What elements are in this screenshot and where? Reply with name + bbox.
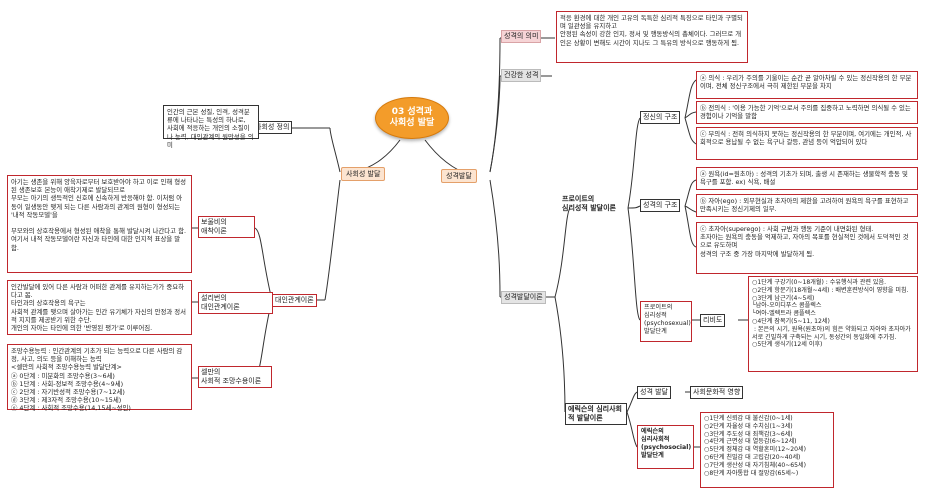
libido-label: 리비도	[700, 314, 726, 327]
erikson-personality-label: 성격 발달	[637, 386, 671, 399]
meaning-label: 성격의 의미	[501, 30, 542, 43]
sullivan-text: 인간발달에 있어 다른 사람과 어떠한 관계를 유지하는가가 중요하다고 봄. …	[7, 280, 192, 335]
center-topic: 03 성격과 사회성 발달	[375, 97, 449, 139]
erikson-social-influence: 사회문화적 영향	[690, 386, 744, 399]
psychosexual-stages: ○1단계 구강기(0~18개월) : 수유행식과 관련 있음. ○2단계 항문기…	[748, 276, 918, 372]
psychosocial-stages: ○1단계 신뢰감 대 불신감(0~1세) ○2단계 자율성 대 수치심(1~3세…	[700, 412, 834, 488]
link-erikson	[554, 296, 566, 413]
social-definition-text: 인간의 근본 성질, 인격, 성격분류에 나타나는 특성의 하나로, 사회에 적…	[163, 105, 259, 149]
interpersonal-label: 대인관계이론	[272, 294, 317, 307]
link-theory	[489, 179, 501, 298]
selman-text: 조망수용능력 : 인간관계의 기초가 되는 능력으로 다른 사람의 감정, 사고…	[7, 344, 192, 412]
selman-label: 셀만의 사회적 조망수용이론	[198, 366, 272, 388]
meaning-text: 적응 환경에 대한 개인 고유의 독특한 심리적 특징으로 타인과 구별되며 일…	[556, 11, 748, 63]
healthy-label: 건강한 성격	[501, 69, 542, 82]
mind-item-3: ⓒ 무의식 : 전혀 의식하지 못하는 정신작용의 한 부분이며, 여기에는 개…	[696, 127, 918, 160]
branch-social: 사회성 발달	[341, 167, 386, 182]
mind-structure-label: 정신의 구조	[640, 111, 681, 124]
psychosexual-label: 프로이트의 심리성적 (psychosexual) 발달단계	[640, 301, 692, 342]
psychosocial-label: 에릭슨의 심리사회적 (psychosocial) 발달단계	[637, 425, 694, 469]
erikson-label: 에릭슨의 심리사회 적 발달이론	[565, 403, 627, 425]
link-healthy	[489, 75, 501, 173]
mind-item-1: ⓐ 의식 : 우리가 주의를 기울이는 순간 곧 알아차릴 수 있는 정신작용의…	[696, 71, 918, 99]
link-freud	[554, 207, 571, 298]
personality-structure-label: 성격의 구조	[640, 199, 681, 212]
theory-label: 성격발달이론	[501, 291, 546, 304]
mind-item-2: ⓑ 전의식 : '이용 가능한 기억'으로서 주의를 집중하고 노력하면 의식될…	[696, 101, 918, 124]
bowlby-label: 보울비의 애착이론	[198, 216, 255, 238]
personality-item-3: ⓒ 초자아(superego) : 사회 규범과 행동 기준이 내면화된 형태.…	[696, 222, 918, 274]
branch-personality: 성격발달	[441, 169, 477, 184]
personality-item-2: ⓑ 자아(ego) : 외부현실과 초자아의 제한을 고려하여 원욕의 욕구를 …	[696, 194, 918, 217]
personality-item-1: ⓐ 원욕(id=원초아) : 성격의 기초가 되며, 출생 시 존재하는 생물학…	[696, 167, 918, 190]
bowlby-text: 아기는 생존을 위해 양육자로부터 보호받아야 하고 이로 인해 형성된 생존보…	[7, 175, 192, 273]
sullivan-label: 설리번의 대인관계이론	[198, 292, 273, 314]
freud-label: 프로이트의 심리성적 발달이론	[562, 195, 616, 212]
